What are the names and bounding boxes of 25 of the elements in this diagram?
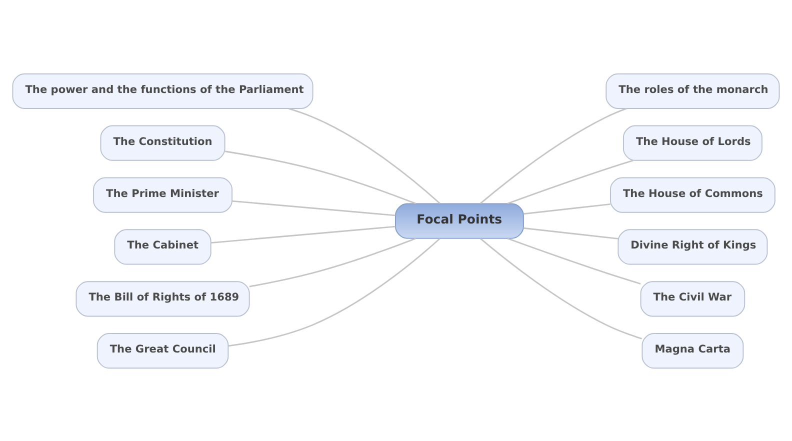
node-box: The power and the functions of the Parliament — [12, 72, 314, 108]
node-box: The Bill of Rights of 1689 — [76, 280, 250, 316]
node-box: The House of Commons — [610, 176, 776, 212]
connector — [507, 159, 634, 204]
connector — [225, 150, 416, 204]
connector — [211, 225, 396, 244]
connector — [249, 237, 416, 287]
node-box: Magna Carta — [642, 332, 744, 368]
connector — [480, 237, 642, 339]
connector — [232, 200, 396, 216]
node-box: The House of Lords — [622, 124, 762, 160]
connector — [524, 226, 618, 239]
node-box: The roles of the monarch — [606, 72, 780, 108]
node-box: The Great Council — [96, 332, 229, 368]
connector — [524, 202, 610, 214]
connector — [288, 107, 440, 204]
node-box: The Constitution — [100, 124, 226, 160]
connector — [228, 237, 440, 346]
node-box: Focal Points — [395, 202, 524, 238]
connector — [507, 237, 641, 284]
connector — [480, 107, 627, 204]
node-box: The Civil War — [640, 280, 746, 316]
node-box: The Prime Minister — [93, 176, 232, 212]
node-box: The Cabinet — [114, 228, 212, 264]
node-box: Divine Right of Kings — [618, 228, 768, 264]
